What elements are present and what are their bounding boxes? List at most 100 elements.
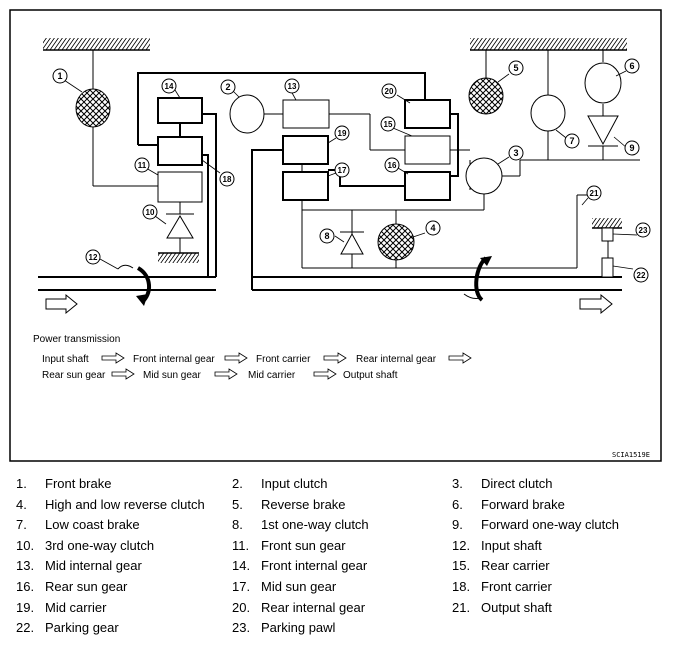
rear-sun-gear-box	[404, 171, 451, 201]
front-carrier-box	[157, 136, 203, 166]
svg-text:14: 14	[165, 82, 174, 91]
legend-number: 5.	[232, 496, 243, 512]
flow-arrow-icon	[448, 352, 472, 364]
callout-18: 18	[219, 171, 235, 187]
output-flow-arrow-icon	[579, 293, 613, 315]
output-shaft	[252, 276, 622, 291]
callout-2: 2	[220, 79, 236, 95]
input-shaft	[38, 276, 216, 291]
input-clutch-symbol	[229, 94, 265, 134]
flow-arrow-icon	[323, 352, 347, 364]
front-sun-gear-box	[157, 171, 203, 203]
svg-text:15: 15	[384, 120, 393, 129]
legend-label: Direct clutch	[481, 476, 553, 491]
svg-text:6: 6	[629, 61, 634, 71]
flow-arrow-icon	[111, 368, 135, 380]
legend-label: Parking pawl	[261, 620, 336, 636]
legend-number: 13.	[16, 558, 35, 574]
callout-21: 21	[586, 185, 602, 201]
svg-text:8: 8	[324, 231, 329, 241]
parking-pawl-block	[601, 227, 614, 242]
legend-label: Front sun gear	[261, 537, 346, 553]
legend-number: 11.	[232, 537, 250, 553]
legend-label: Input clutch	[261, 476, 328, 491]
legend-number: 15.	[452, 558, 471, 574]
callout-5: 5	[508, 60, 524, 76]
svg-text:3: 3	[513, 148, 518, 158]
svg-text:2: 2	[225, 82, 230, 92]
legend-number: 16.	[16, 579, 35, 594]
svg-text:4: 4	[430, 223, 435, 233]
legend-label: Rear carrier	[481, 558, 550, 574]
legend-number: 19.	[16, 599, 35, 615]
legend-label: 1st one-way clutch	[261, 517, 369, 533]
svg-text:12: 12	[89, 253, 98, 262]
mid-carrier-box	[282, 135, 329, 165]
legend-label: Mid sun gear	[261, 579, 337, 594]
flow-step: Rear sun gear	[42, 370, 106, 381]
callout-12: 12	[85, 249, 101, 265]
legend-label: Rear sun gear	[45, 579, 128, 594]
diagram-frame	[9, 9, 662, 462]
flow-step: Mid sun gear	[143, 370, 201, 381]
forward-brake-symbol	[584, 62, 622, 104]
legend-number: 6.	[452, 496, 463, 512]
callout-16: 16	[384, 157, 400, 173]
legend-label: Parking gear	[45, 620, 119, 636]
legend-number: 23.	[232, 620, 251, 636]
legend-number: 18.	[452, 579, 471, 594]
legend-number: 4.	[16, 496, 27, 512]
svg-text:17: 17	[338, 166, 347, 175]
low-coast-brake-symbol	[530, 94, 566, 132]
case-ground-bottom	[158, 252, 199, 263]
rear-carrier-box	[404, 135, 451, 165]
callout-4: 4	[425, 220, 441, 236]
thick-linkages	[137, 72, 459, 290]
legend-number: 17.	[232, 579, 251, 594]
callout-14: 14	[161, 78, 177, 94]
forward-one-way-clutch-symbol	[587, 115, 619, 147]
legend-label: Front internal gear	[261, 558, 368, 574]
svg-text:13: 13	[288, 82, 297, 91]
legend-number: 7.	[16, 517, 27, 533]
flow-arrow-icon	[214, 368, 238, 380]
mid-internal-gear-box	[282, 99, 330, 129]
front-internal-gear-box	[157, 97, 203, 124]
reverse-brake-symbol	[468, 77, 504, 115]
svg-text:23: 23	[639, 226, 648, 235]
svg-text:20: 20	[385, 87, 394, 96]
figure-code: SCIA1519E	[612, 451, 650, 459]
legend-label: 3rd one-way clutch	[45, 537, 155, 553]
flow-step: Front internal gear	[133, 354, 215, 365]
flow-arrow-icon	[313, 368, 337, 380]
legend-number: 14.	[232, 558, 251, 574]
callout-7: 7	[564, 133, 580, 149]
case-ground-right	[470, 38, 627, 51]
svg-text:7: 7	[569, 136, 574, 146]
input-flow-arrow-icon	[45, 293, 78, 315]
callout-17: 17	[334, 162, 350, 178]
flow-step: Rear internal gear	[356, 354, 437, 365]
legend-number: 21.	[452, 599, 471, 615]
svg-text:18: 18	[223, 175, 232, 184]
legend-number: 8.	[232, 517, 243, 533]
legend-number: 1.	[16, 476, 27, 491]
rear-internal-gear-box	[404, 99, 451, 129]
callout-13: 13	[284, 78, 300, 94]
svg-text:1: 1	[57, 71, 62, 81]
input-rotation-arrow-icon	[117, 264, 151, 306]
callout-23: 23	[635, 222, 651, 238]
legend-label: Output shaft	[481, 599, 552, 615]
svg-text:9: 9	[629, 143, 634, 153]
legend-label: Mid carrier	[45, 599, 107, 615]
svg-text:21: 21	[590, 189, 599, 198]
callout-15: 15	[380, 116, 396, 132]
flow-arrow-icon	[224, 352, 248, 364]
callout-10: 10	[142, 204, 158, 220]
direct-clutch-symbol	[465, 157, 503, 195]
legend-number: 2.	[232, 476, 243, 491]
svg-text:16: 16	[388, 161, 397, 170]
